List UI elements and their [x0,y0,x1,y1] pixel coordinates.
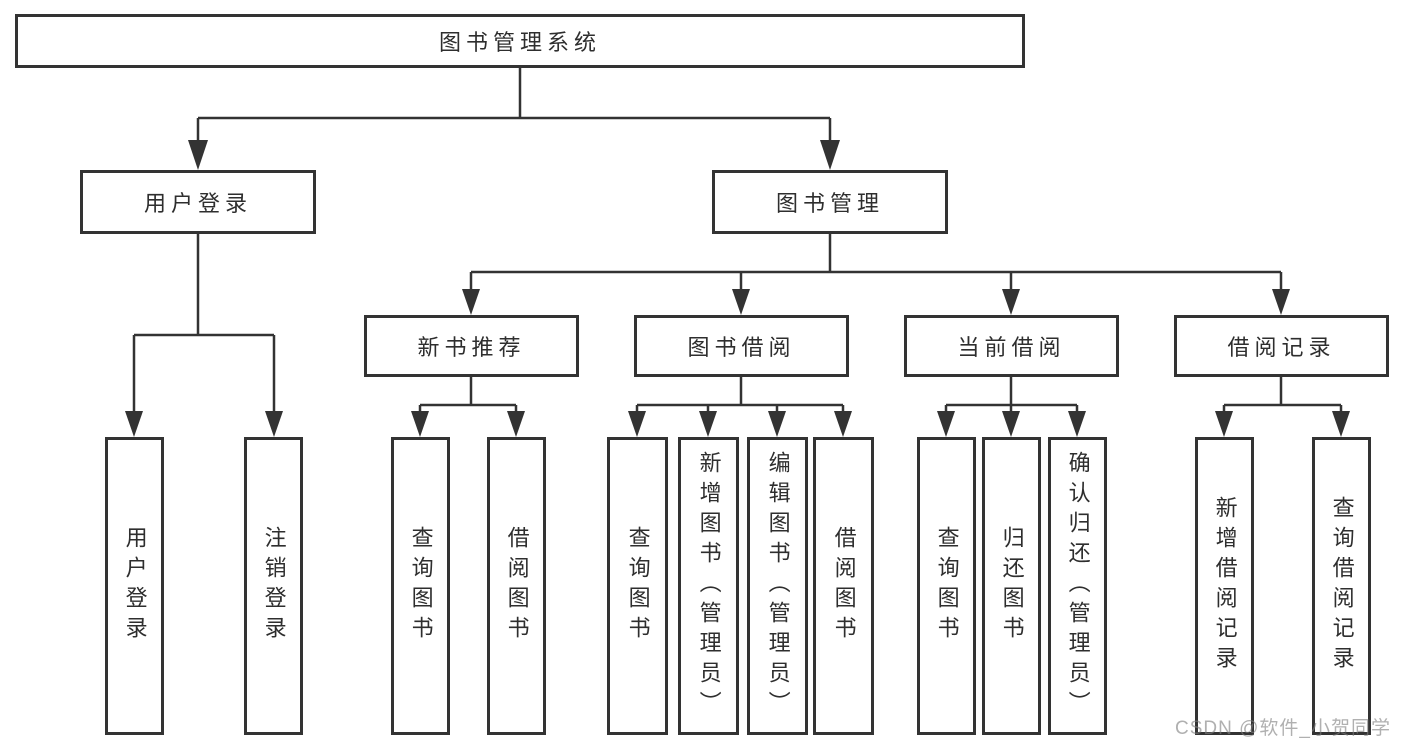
node-root: 图书管理系统 [15,14,1025,68]
node-root-label: 图书管理系统 [438,30,601,55]
leaf-query-books-current: 查询图书 [917,437,976,735]
node-borrow-records-label: 借阅记录 [1227,335,1336,360]
leaf-return-book-label: 归还图书 [999,526,1025,646]
arrowhead-icon [188,140,208,170]
arrowhead-icon [462,289,480,315]
node-current-borrow: 当前借阅 [904,315,1119,377]
edge-root-to-level1 [196,68,832,148]
edge-user-login-to-leaves [132,234,276,415]
arrowhead-icon [507,411,525,437]
leaf-query-borrow-record: 查询借阅记录 [1312,437,1371,735]
node-user-login-label: 用户登录 [143,191,252,216]
node-user-login: 用户登录 [80,170,316,234]
arrowhead-icon [820,140,840,170]
arrowhead-icon [1002,411,1020,437]
leaf-confirm-return-admin: 确认归还（管理员） [1048,437,1107,735]
edge-book-management-to-level2 [469,234,1283,293]
leaf-borrow-books-borrow-label: 借阅图书 [831,526,857,646]
leaf-edit-book-admin-label: 编辑图书（管理员） [765,451,791,721]
leaf-borrow-books-recommend-label: 借阅图书 [504,526,530,646]
arrowhead-icon [1002,289,1020,315]
leaf-edit-book-admin: 编辑图书（管理员） [747,437,808,735]
arrowhead-icon [768,411,786,437]
leaf-borrow-books-recommend: 借阅图书 [487,437,546,735]
arrowhead-icon [411,411,429,437]
arrowhead-icon [937,411,955,437]
leaf-query-books-borrow: 查询图书 [607,437,668,735]
leaf-logout-login-label: 注销登录 [261,526,287,646]
leaf-confirm-return-admin-label: 确认归还（管理员） [1065,451,1091,721]
leaf-query-books-recommend-label: 查询图书 [408,526,434,646]
node-new-book-recommend-label: 新书推荐 [417,335,526,360]
arrowhead-icon [1272,289,1290,315]
arrowhead-icon [125,411,143,437]
edge-new-book-recommend-to-leaves [418,377,518,415]
leaf-add-book-admin: 新增图书（管理员） [678,437,739,735]
leaf-add-borrow-record-label: 新增借阅记录 [1212,496,1238,676]
node-new-book-recommend: 新书推荐 [364,315,579,377]
leaf-query-books-current-label: 查询图书 [934,526,960,646]
leaf-query-borrow-record-label: 查询借阅记录 [1329,496,1355,676]
node-book-management-label: 图书管理 [775,191,884,216]
leaf-query-books-borrow-label: 查询图书 [625,526,651,646]
arrowhead-icon [1068,411,1086,437]
arrowhead-icon [1215,411,1233,437]
node-book-borrow: 图书借阅 [634,315,849,377]
arrowhead-icon [265,411,283,437]
leaf-add-book-admin-label: 新增图书（管理员） [696,451,722,721]
node-book-borrow-label: 图书借阅 [687,335,796,360]
edge-borrow-records-to-leaves [1222,377,1343,415]
arrowhead-icon [834,411,852,437]
leaf-return-book: 归还图书 [982,437,1041,735]
leaf-query-books-recommend: 查询图书 [391,437,450,735]
node-borrow-records: 借阅记录 [1174,315,1389,377]
edge-current-borrow-to-leaves [944,377,1079,415]
arrowhead-icon [732,289,750,315]
arrowhead-icon [1332,411,1350,437]
arrowhead-icon [699,411,717,437]
edge-book-borrow-to-leaves [635,377,845,415]
arrowhead-icon [628,411,646,437]
leaf-add-borrow-record: 新增借阅记录 [1195,437,1254,735]
leaf-user-login: 用户登录 [105,437,164,735]
node-book-management: 图书管理 [712,170,948,234]
csdn-watermark: CSDN @软件_小贺同学 [1175,718,1391,739]
leaf-borrow-books-borrow: 借阅图书 [813,437,874,735]
leaf-user-login-label: 用户登录 [122,526,148,646]
leaf-logout-login: 注销登录 [244,437,303,735]
node-current-borrow-label: 当前借阅 [957,335,1066,360]
